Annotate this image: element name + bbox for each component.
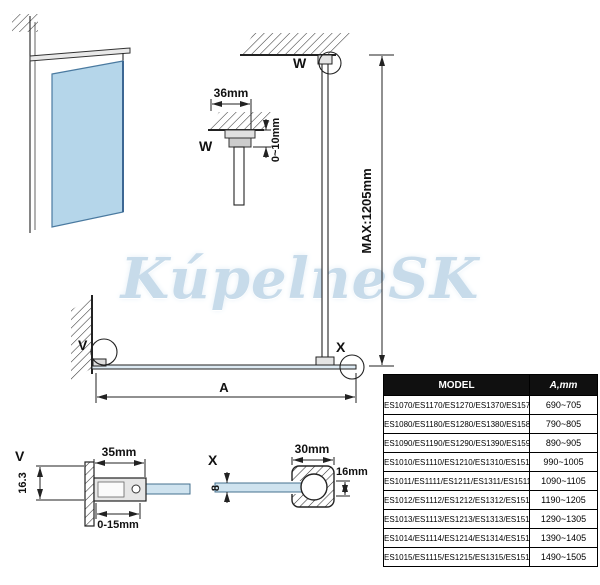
- model-cell: ES1090/ES1190/ES1290/ES1390/ES1590: [383, 433, 530, 453]
- clamp-inner-detail: [97, 481, 125, 498]
- detail-marker-w-circle: [318, 51, 342, 75]
- wall-section-left: [71, 295, 93, 381]
- glass-edge-elevation: [91, 364, 357, 370]
- detail-marker-x-circle: [339, 354, 365, 380]
- wall-hatch-corner: [12, 14, 38, 32]
- dim-text-0-10mm: 0~10mm: [270, 118, 282, 163]
- model-cell: ES1070/ES1170/ES1270/ES1370/ES1570: [383, 395, 530, 415]
- product-sketch: [12, 14, 131, 233]
- clamp-screw: [131, 484, 141, 494]
- glass-panel-sketch: [51, 60, 124, 228]
- bracket-adjuster: [228, 137, 252, 148]
- dim-text-30mm: 30mm: [295, 442, 330, 456]
- wall-profile-section: [84, 461, 95, 527]
- glass-panel-elevation: [91, 358, 357, 370]
- spec-table: MODEL A,mm ES1070/ES1170/ES1270/ES1370/E…: [383, 374, 598, 567]
- model-cell: ES1014/ES1114/ES1214/ES1314/ES1514: [383, 528, 530, 548]
- detail-label-v: V: [15, 448, 25, 464]
- model-cell: ES1012/ES1112/ES1212/ES1312/ES1512: [383, 490, 530, 510]
- dim-text-35mm: 35mm: [102, 445, 137, 459]
- detail-label-w: W: [199, 138, 213, 154]
- wall-bracket-elevation: [92, 358, 107, 367]
- model-cell: ES1013/ES1113/ES1213/ES1313/ES1513: [383, 509, 530, 529]
- marker-label-x: X: [336, 339, 346, 355]
- ceiling-hatch: [240, 33, 350, 55]
- a-mm-cell: 790~805: [529, 414, 598, 434]
- pole-top-bracket: [317, 54, 333, 65]
- ceiling-section: [240, 33, 350, 56]
- a-mm-cell: 890~905: [529, 433, 598, 453]
- model-cell: ES1080/ES1180/ES1280/ES1380/ES1580: [383, 414, 530, 434]
- model-cell: ES1011/ES1111/ES1211/ES1311/ES1511: [383, 471, 530, 491]
- a-mm-cell: 1190~1205: [529, 490, 598, 510]
- dim-text-max-height: MAX:1205mm: [359, 168, 374, 253]
- detail-x-view: X 30mm 8 16mm: [208, 442, 368, 508]
- marker-label-w: W: [293, 55, 307, 71]
- spec-header-row: MODEL A,mm: [383, 374, 598, 396]
- dim-text-0-15mm: 0-15mm: [97, 519, 139, 531]
- a-mm-cell: 1290~1305: [529, 509, 598, 529]
- width-dimension-a: A: [95, 373, 357, 403]
- a-mm-cell: 1390~1405: [529, 528, 598, 548]
- col-header-model: MODEL: [383, 374, 530, 396]
- detail-label-x: X: [208, 452, 218, 468]
- clamp-pivot-circle: [300, 473, 328, 501]
- col-header-a-mm: A,mm: [529, 374, 598, 396]
- a-mm-cell: 1090~1105: [529, 471, 598, 491]
- dim-text-8: 8: [210, 485, 222, 491]
- model-cell: ES1010/ES1110/ES1210/ES1310/ES1510: [383, 452, 530, 472]
- wall-hatch-main: [71, 297, 92, 381]
- pole-section-detail: [233, 146, 245, 206]
- a-mm-cell: 1490~1505: [529, 547, 598, 567]
- model-cell: ES1015/ES1115/ES1215/ES1315/ES1515: [383, 547, 530, 567]
- pole-body: [321, 54, 329, 359]
- dim-text-a: A: [219, 380, 229, 395]
- detail-v-view: V 35mm 16.3 0-15mm: [15, 445, 191, 531]
- detail-w-view: 36mm 0~10mm W: [199, 86, 282, 206]
- a-mm-cell: 690~705: [529, 395, 598, 415]
- support-bar-sketch: [29, 47, 131, 62]
- max-height-dimension: MAX:1205mm: [359, 54, 394, 367]
- support-pole: [315, 51, 342, 367]
- marker-label-v: V: [78, 337, 88, 353]
- dim-text-16mm: 16mm: [336, 466, 368, 478]
- a-mm-cell: 990~1005: [529, 452, 598, 472]
- bracket-plate: [224, 129, 256, 139]
- dim-text-36mm: 36mm: [214, 86, 249, 100]
- dim-text-16-3: 16.3: [17, 472, 29, 493]
- glass-section-x: [214, 482, 304, 493]
- detail-marker-v-circle: [90, 338, 118, 366]
- ceiling-hatch-detail: [208, 112, 275, 130]
